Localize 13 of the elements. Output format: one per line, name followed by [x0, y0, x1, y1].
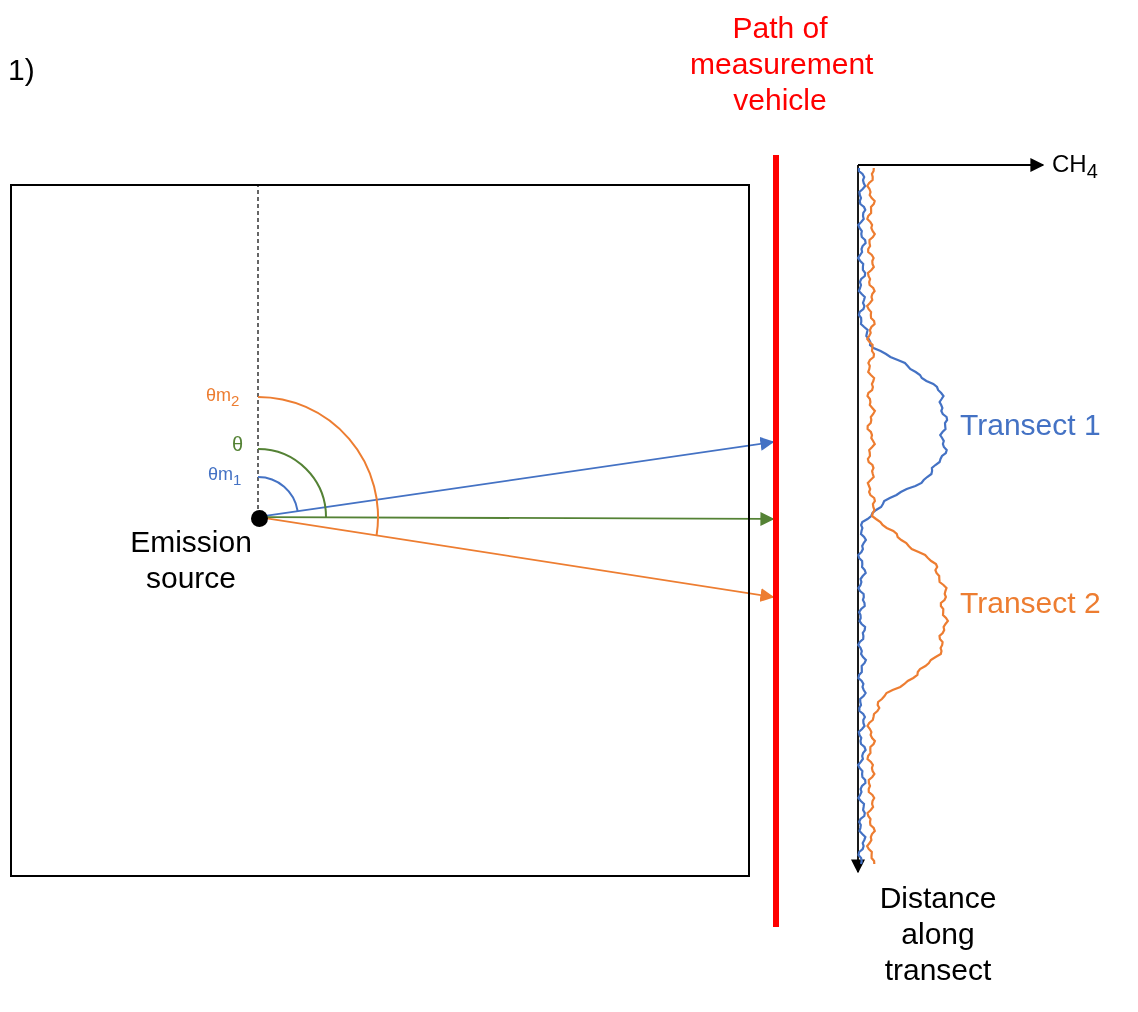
angle-label: θm$_{1}$ — [208, 464, 242, 489]
angle-label: θm$_{2}$ — [206, 385, 240, 410]
curve-label: Transect 2 — [960, 585, 1101, 621]
arrow — [266, 511, 775, 526]
panel-number: 1) — [8, 52, 35, 88]
arrow — [266, 517, 775, 602]
angle-label: θ — [232, 432, 244, 456]
axis-label: CH$_{4}$ — [1052, 150, 1098, 183]
curve-label: Transect 1 — [960, 407, 1101, 443]
axis-label: Distance along transect — [878, 880, 998, 988]
site-boundary — [10, 184, 750, 877]
arrow — [266, 436, 775, 517]
node-label: Emission source — [129, 524, 253, 596]
